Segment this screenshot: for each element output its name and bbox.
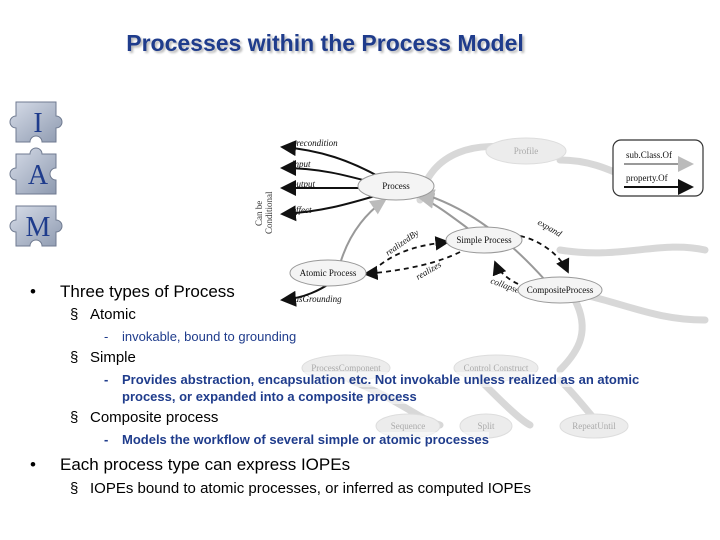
sub-bullet-mark: § [70,349,79,366]
sequence-node: Sequence [391,421,425,431]
detail-simple: - Provides abstraction, encapsulation et… [104,372,640,387]
bullet-iopes: • Each process type can express IOPEs [30,455,351,475]
profile-node: Profile [514,146,539,156]
bullet-three-types: • Three types of Process [30,282,235,302]
sub-bullet-text: Composite process [90,409,219,426]
has-grounding-label: hasGrounding [290,294,342,304]
sub-bullet-simple: § Simple [70,349,136,366]
detail-mark: - [104,329,109,344]
process-component-node: ProcessComponent [311,363,381,373]
legend: sub.Class.Of property.Of [612,139,704,197]
bullet-mark: • [30,282,36,301]
output-label: output [292,179,316,189]
detail-atomic: - invokable, bound to grounding [104,329,297,344]
detail-text: Models the workflow of several simple or… [122,432,490,447]
control-construct-node: Control Construct [464,363,529,373]
sub-bullet-mark: § [70,480,79,497]
split-node: Split [477,421,495,431]
sub-bullet-text: Simple [90,349,136,366]
logo-letter-i: I [33,108,42,139]
iam-puzzle-logo: I A M [9,101,63,247]
legend-subclass-label: sub.Class.Of [626,150,672,160]
detail-simple-continued: process, or expanded into a composite pr… [122,389,417,404]
detail-composite: - Models the workflow of several simple … [104,432,490,447]
sub-bullet-text: IOPEs bound to atomic processes, or infe… [90,480,532,497]
input-label: input [292,159,311,169]
slide-title: Processes within the Process Model [126,30,524,56]
detail-mark: - [104,432,109,447]
can-be-label: Can be [254,201,264,226]
sub-bullet-mark: § [70,306,79,323]
simple-process-node: Simple Process [456,235,512,245]
sub-bullet-composite: § Composite process [70,409,219,426]
legend-property-label: property.Of [626,173,668,183]
realized-by-label: realizedBy [383,228,420,258]
bullet-text: Each process type can express IOPEs [60,455,351,474]
composite-process-node: CompositeProcess [527,285,594,295]
sub-bullet-iopes-bound: § IOPEs bound to atomic processes, or in… [70,480,532,497]
bullet-mark: • [30,455,36,474]
collapse-label: collapse [489,275,521,295]
sub-bullet-atomic: § Atomic [70,306,136,323]
atomic-process-node: Atomic Process [300,268,357,278]
bullet-text: Three types of Process [60,282,235,301]
detail-text-continued: process, or expanded into a composite pr… [122,389,417,404]
expand-label: expand [536,217,564,239]
process-model-diagram: precondition input output effect hasGrou… [254,137,709,439]
effect-label: effect [292,205,312,215]
conditional-label: Conditional [264,191,274,234]
sub-bullet-mark: § [70,409,79,426]
detail-mark: - [104,372,109,387]
precondition-label: precondition [291,138,338,148]
detail-text: Provides abstraction, encapsulation etc.… [122,372,640,387]
repeat-until-node: RepeatUntil [572,421,616,431]
sub-bullet-text: Atomic [90,306,136,323]
realizes-label: realizes [414,259,443,282]
logo-letter-m: M [26,212,51,243]
detail-text: invokable, bound to grounding [122,329,297,344]
logo-letter-a: A [28,160,49,191]
process-node: Process [382,181,410,191]
